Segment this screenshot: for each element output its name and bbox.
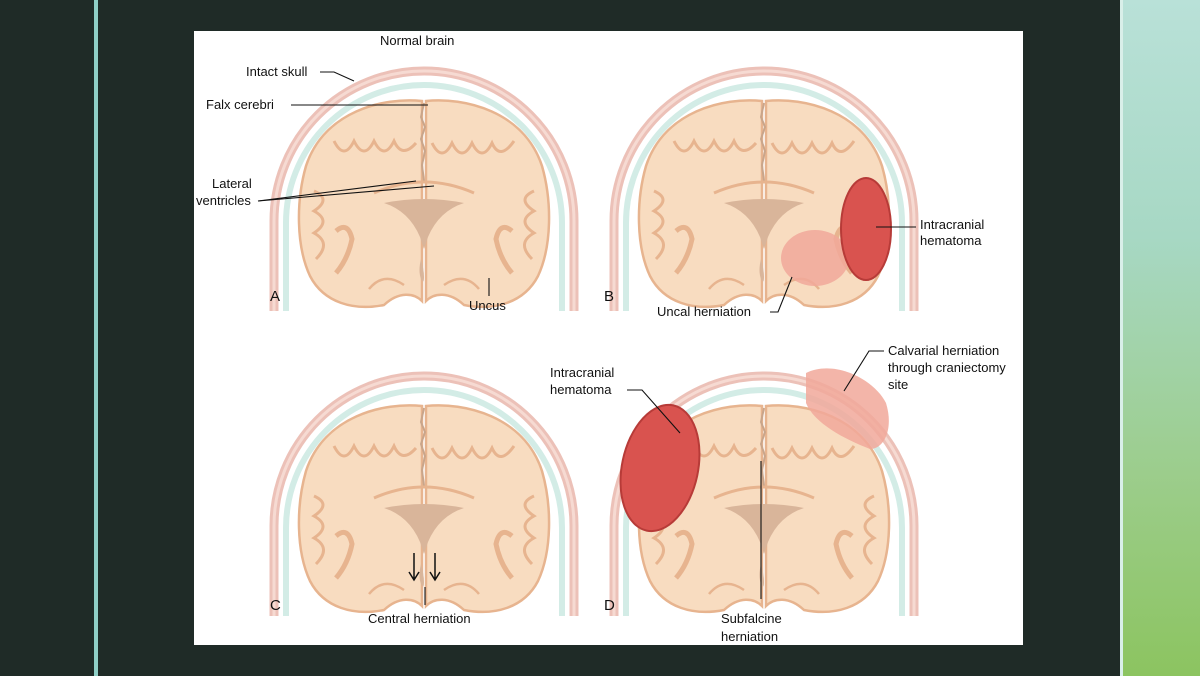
label-calvarial-line3: site	[888, 377, 908, 392]
panel-label-a: A	[270, 288, 280, 305]
label-subfalcine-line2: herniation	[721, 629, 778, 644]
label-central-herniation: Central herniation	[368, 611, 471, 626]
down-arrow-right-icon	[429, 553, 441, 582]
decorative-side-strip	[1120, 0, 1200, 676]
normal-brain-title: Normal brain	[380, 33, 454, 48]
label-falx-cerebri: Falx cerebri	[206, 97, 274, 112]
hematoma-b	[840, 177, 892, 281]
label-lateral: Lateral	[212, 176, 252, 191]
leader-intracranial-d	[627, 389, 681, 434]
label-intracranial-b-line2: hematoma	[920, 233, 982, 248]
label-intact-skull: Intact skull	[246, 64, 308, 79]
hematoma-d	[619, 403, 701, 533]
uncal-herniation-mass	[781, 230, 849, 286]
label-uncus: Uncus	[469, 298, 506, 313]
calvarial-herniation-mass	[806, 368, 889, 449]
label-intracranial-b-line1: Intracranial	[920, 217, 984, 232]
label-calvarial-line1: Calvarial herniation	[888, 343, 999, 358]
leader-ventricles-1	[257, 180, 417, 202]
leader-intact-skull	[320, 71, 355, 82]
brain-diagram-c	[274, 376, 574, 616]
label-calvarial-line2: through craniectomy	[888, 360, 1006, 375]
brain-diagram-a	[274, 71, 574, 311]
down-arrow-left-icon	[408, 553, 420, 582]
label-intracranial-d-line2: hematoma	[550, 382, 612, 397]
leader-calvarial-herniation	[843, 350, 884, 392]
leader-ventricles-2	[257, 185, 435, 202]
label-intracranial-d-line1: Intracranial	[550, 365, 614, 380]
label-ventricles: ventricles	[196, 193, 251, 208]
figure-panel: Normal brain Intact skull Falx cerebri L…	[194, 31, 1023, 645]
herniation-diagram: Normal brain Intact skull Falx cerebri L…	[196, 33, 1006, 644]
left-accent-rule	[94, 0, 98, 676]
label-subfalcine-line1: Subfalcine	[721, 611, 782, 626]
panel-label-b: B	[604, 288, 614, 305]
leader-uncal-herniation	[770, 276, 793, 313]
label-uncal-herniation: Uncal herniation	[657, 304, 751, 319]
panel-label-c: C	[270, 597, 281, 614]
panel-label-d: D	[604, 597, 615, 614]
